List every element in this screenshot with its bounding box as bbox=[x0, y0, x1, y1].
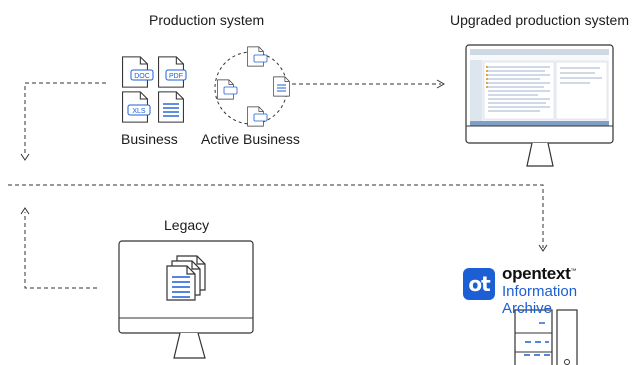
business-label: Business bbox=[121, 131, 178, 147]
upgraded-monitor bbox=[465, 44, 614, 167]
opentext-logo-icon: ot bbox=[463, 268, 495, 300]
production-system-label: Production system bbox=[149, 12, 265, 28]
doc-type-label: DOC bbox=[134, 73, 150, 80]
flow-lines bbox=[8, 82, 544, 289]
brand-name: opentext™ bbox=[502, 264, 577, 283]
legacy-monitor bbox=[118, 240, 254, 359]
file-icon bbox=[217, 79, 238, 100]
active-business-label: Active Business bbox=[201, 131, 300, 147]
arrow-down-icon bbox=[538, 244, 548, 252]
xls-file-icon: XLS bbox=[121, 91, 151, 123]
product-name: Information Archive bbox=[502, 283, 578, 317]
file-icon bbox=[273, 76, 290, 97]
arrow-up-icon bbox=[20, 207, 30, 215]
upgraded-production-system-label: Upgraded production system bbox=[450, 12, 629, 28]
stacked-documents-icon bbox=[166, 255, 206, 301]
active-business-cycle bbox=[214, 46, 290, 127]
separator-to-archive-line bbox=[8, 184, 544, 248]
business-to-legacy-line bbox=[24, 82, 106, 156]
file-icon bbox=[247, 46, 268, 67]
arrow-down-icon bbox=[20, 153, 30, 161]
pdf-file-icon: PDF bbox=[157, 56, 187, 88]
legacy-up-line bbox=[24, 212, 97, 289]
doc-file-icon: DOC bbox=[121, 56, 154, 88]
legacy-label: Legacy bbox=[164, 217, 210, 233]
doc-type-label: XLS bbox=[132, 108, 146, 115]
arrow-right-icon bbox=[436, 79, 446, 89]
text-file-icon bbox=[157, 91, 185, 123]
file-icon bbox=[247, 106, 268, 127]
doc-type-label: PDF bbox=[169, 73, 183, 80]
arrow-heads bbox=[20, 79, 548, 252]
business-documents: DOC PDF XLS bbox=[121, 56, 187, 123]
archive-server-icon bbox=[514, 309, 578, 365]
